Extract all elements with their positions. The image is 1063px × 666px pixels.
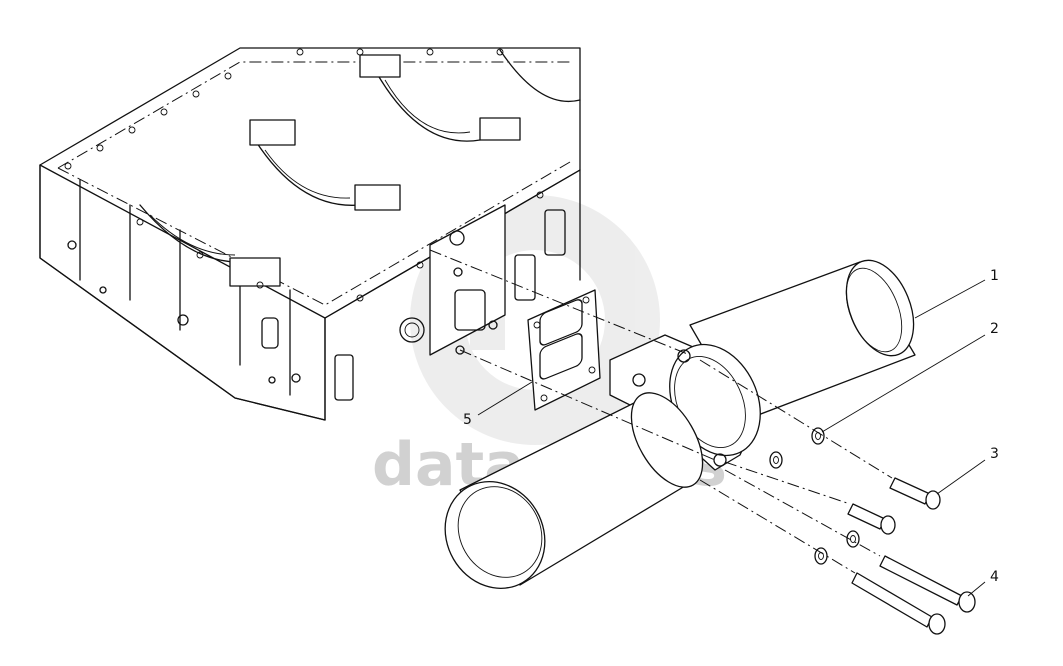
short-bolts-part-3 xyxy=(847,477,941,535)
gasket-part-5 xyxy=(527,289,601,411)
oil-filter-assembly-part-1 xyxy=(444,259,916,589)
callout-5: 5 xyxy=(463,412,472,428)
callout-1: 1 xyxy=(990,268,999,284)
assembly-centerlines xyxy=(429,249,893,574)
washers-part-2 xyxy=(769,427,860,565)
callout-3: 3 xyxy=(990,446,999,462)
long-bolts-part-4 xyxy=(851,555,976,635)
callout-4: 4 xyxy=(990,569,999,585)
callout-2: 2 xyxy=(990,321,999,337)
callout-leaders xyxy=(477,279,986,597)
engine-block xyxy=(39,47,581,421)
